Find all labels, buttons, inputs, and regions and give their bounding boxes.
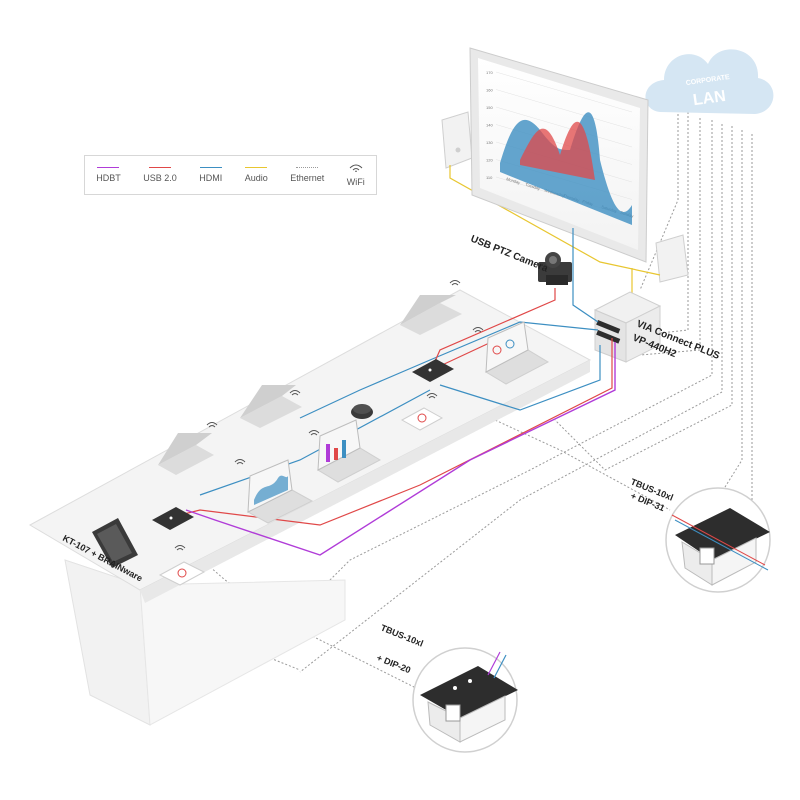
usb-ptz-camera [538,252,572,285]
wifi-icon [206,422,218,428]
laptop-front-right [484,321,550,385]
legend-label: HDBT [96,173,121,183]
display-tick-label: 130 [486,140,493,145]
legend-label: Audio [244,173,268,183]
tbus-detail-left [412,647,518,753]
legend-label: USB 2.0 [143,173,177,183]
speaker-right [655,234,689,283]
laptop-back-mid [240,385,302,428]
kt-107-panel [92,518,138,568]
display-tick-label: 150 [486,105,493,110]
display-day-label: Tuesday [525,182,541,191]
wifi-icon [174,545,186,551]
legend-item-usb-2-0: USB 2.0 [143,167,177,183]
legend-swatch [245,167,268,168]
table-box-left [152,507,194,530]
cloud-label-lan: LAN [692,88,727,109]
display-tick-label: 110 [486,175,493,180]
wifi-icon [449,280,461,286]
legend-item-ethernet: Ethernet [290,167,324,183]
legend-swatch [97,167,120,168]
wifi-icon [349,164,363,172]
laptop-back-right [400,295,462,335]
legend-swatch [296,167,319,168]
display-tick-label: 160 [486,88,493,93]
conference-mic [351,404,373,419]
legend-label: Ethernet [290,173,325,183]
laptop-front-mid [316,419,382,483]
legend-item-hdmi: HDMI [199,167,222,183]
table-box-right [412,359,454,382]
display-tick-label: 170 [486,70,493,75]
wifi-icon [234,459,246,465]
legend-label: WiFi [346,176,365,187]
legend-label: HDMI [199,173,223,183]
tbus-left-label: TBUS-10xl [379,623,424,649]
wifi-icon [289,390,301,396]
tablet-left [158,561,206,586]
wifi-icon [426,393,438,399]
laptop-front-left [246,459,314,524]
hdbt-cables [185,342,616,556]
laptop-back-left [158,433,214,475]
legend-swatch [148,167,171,168]
wifi-icon [308,430,320,436]
display-gridline [495,71,633,113]
dip-20-label: + DIP-20 [375,653,412,676]
corporate-lan-cloud: CORPORATE LAN [645,49,774,115]
display-gridline [495,106,633,148]
display-gridline [495,89,633,130]
speaker-left [441,111,473,169]
wifi-icon [472,327,484,333]
display-tick-label: 120 [486,158,493,163]
tablet-right [400,407,444,431]
legend-item-hdbt: HDBT [96,167,121,183]
display-day-label: Monday [506,176,521,185]
via-connect-box [593,291,662,363]
tbus-detail-right [665,487,771,593]
display-tick-label: 140 [486,123,493,128]
display-red-wave [520,121,595,180]
legend-swatch [199,167,222,168]
wifi-icons [174,280,484,551]
usb-ptz-camera-label: USB PTZ Camera [469,234,550,275]
hdmi-cables [199,228,601,496]
legend-item-audio: Audio [245,167,268,183]
cable-legend: HDBT USB 2.0 HDMI Audio Ethernet WiFi [84,155,377,195]
legend-item-wifi: WiFi [347,164,365,187]
